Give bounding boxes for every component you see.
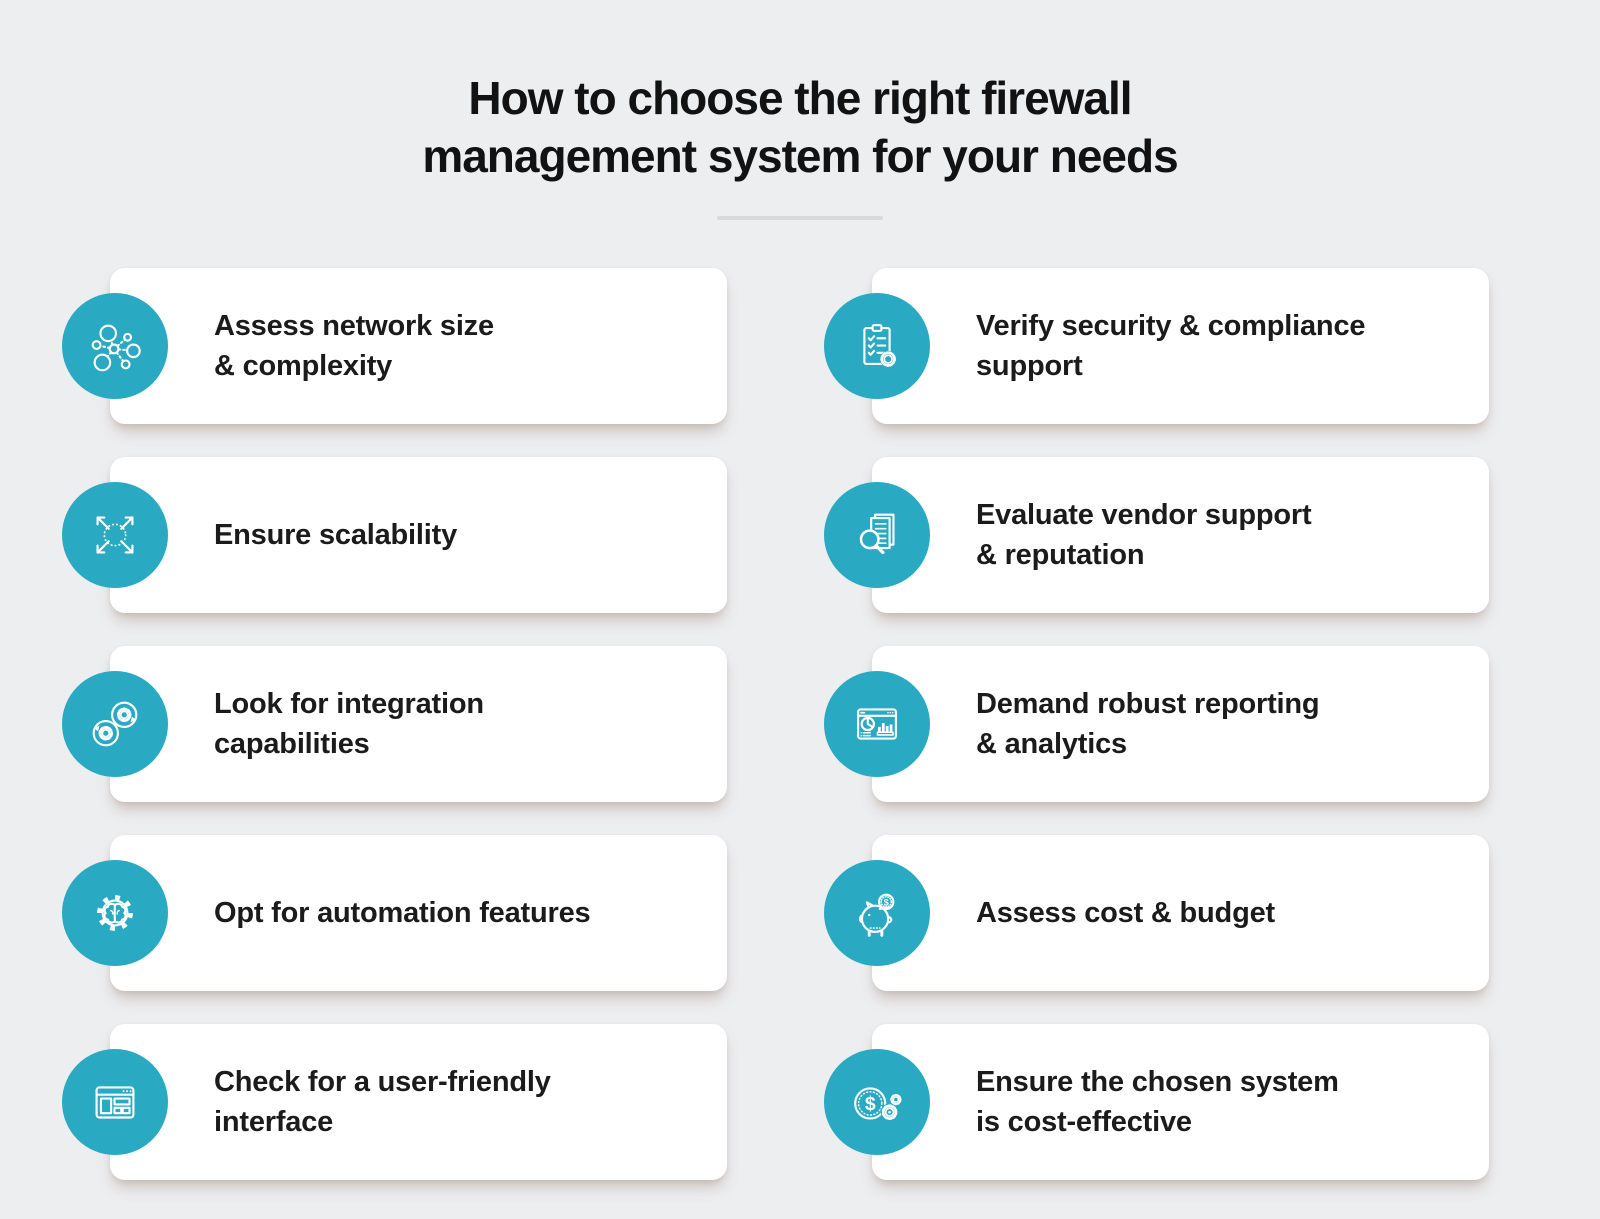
card-ensure-scalability: Ensure scalability bbox=[62, 456, 727, 613]
card-label: Assess network size & complexity bbox=[214, 309, 494, 382]
card-cost-effective: $ Ensure the chosen system is cost-effec… bbox=[824, 1023, 1489, 1180]
checklist-badge-icon bbox=[824, 292, 930, 399]
card-security-compliance: Verify security & compliance support bbox=[824, 267, 1489, 424]
piggy-bank-icon: $ bbox=[824, 859, 930, 966]
card-label: Look for integration capabilities bbox=[214, 687, 484, 760]
browser-window-icon bbox=[62, 1048, 168, 1155]
card-user-friendly-interface: Check for a user-friendly interface bbox=[62, 1023, 727, 1180]
card-assess-network-size: Assess network size & complexity bbox=[62, 267, 727, 424]
card-label: Ensure scalability bbox=[214, 518, 458, 551]
cards-grid: Assess network size & complexity Verify … bbox=[62, 267, 1490, 1180]
page-title: How to choose the right firewall managem… bbox=[0, 31, 1600, 185]
card-reporting-analytics: Demand robust reporting & analytics bbox=[824, 645, 1489, 802]
card-label: Check for a user-friendly interface bbox=[214, 1065, 551, 1138]
card-label: Demand robust reporting & analytics bbox=[976, 687, 1320, 760]
card-label: Opt for automation features bbox=[214, 896, 591, 929]
card-vendor-support: Evaluate vendor support & reputation bbox=[824, 456, 1489, 613]
card-automation-features: Opt for automation features bbox=[62, 834, 727, 991]
network-nodes-icon bbox=[62, 292, 168, 399]
card-cost-budget: $ Assess cost & budget bbox=[824, 834, 1489, 991]
card-label: Verify security & compliance support bbox=[976, 309, 1366, 382]
title-divider bbox=[717, 215, 883, 220]
document-magnifier-icon bbox=[824, 481, 930, 588]
card-label: Ensure the chosen system is cost-effecti… bbox=[976, 1065, 1339, 1138]
page-title-line1: How to choose the right firewall bbox=[468, 71, 1132, 124]
integration-gears-icon bbox=[62, 670, 168, 777]
page-title-line2: management system for your needs bbox=[422, 129, 1178, 182]
card-label: Assess cost & budget bbox=[976, 896, 1275, 929]
dashboard-charts-icon bbox=[824, 670, 930, 777]
svg-text:$: $ bbox=[865, 1093, 876, 1115]
card-label: Evaluate vendor support & reputation bbox=[976, 498, 1312, 571]
card-integration-capabilities: Look for integration capabilities bbox=[62, 645, 727, 802]
gear-brain-icon bbox=[62, 859, 168, 966]
expand-arrows-icon bbox=[62, 481, 168, 588]
dollar-gears-icon: $ bbox=[824, 1048, 930, 1155]
svg-text:$: $ bbox=[884, 897, 889, 907]
